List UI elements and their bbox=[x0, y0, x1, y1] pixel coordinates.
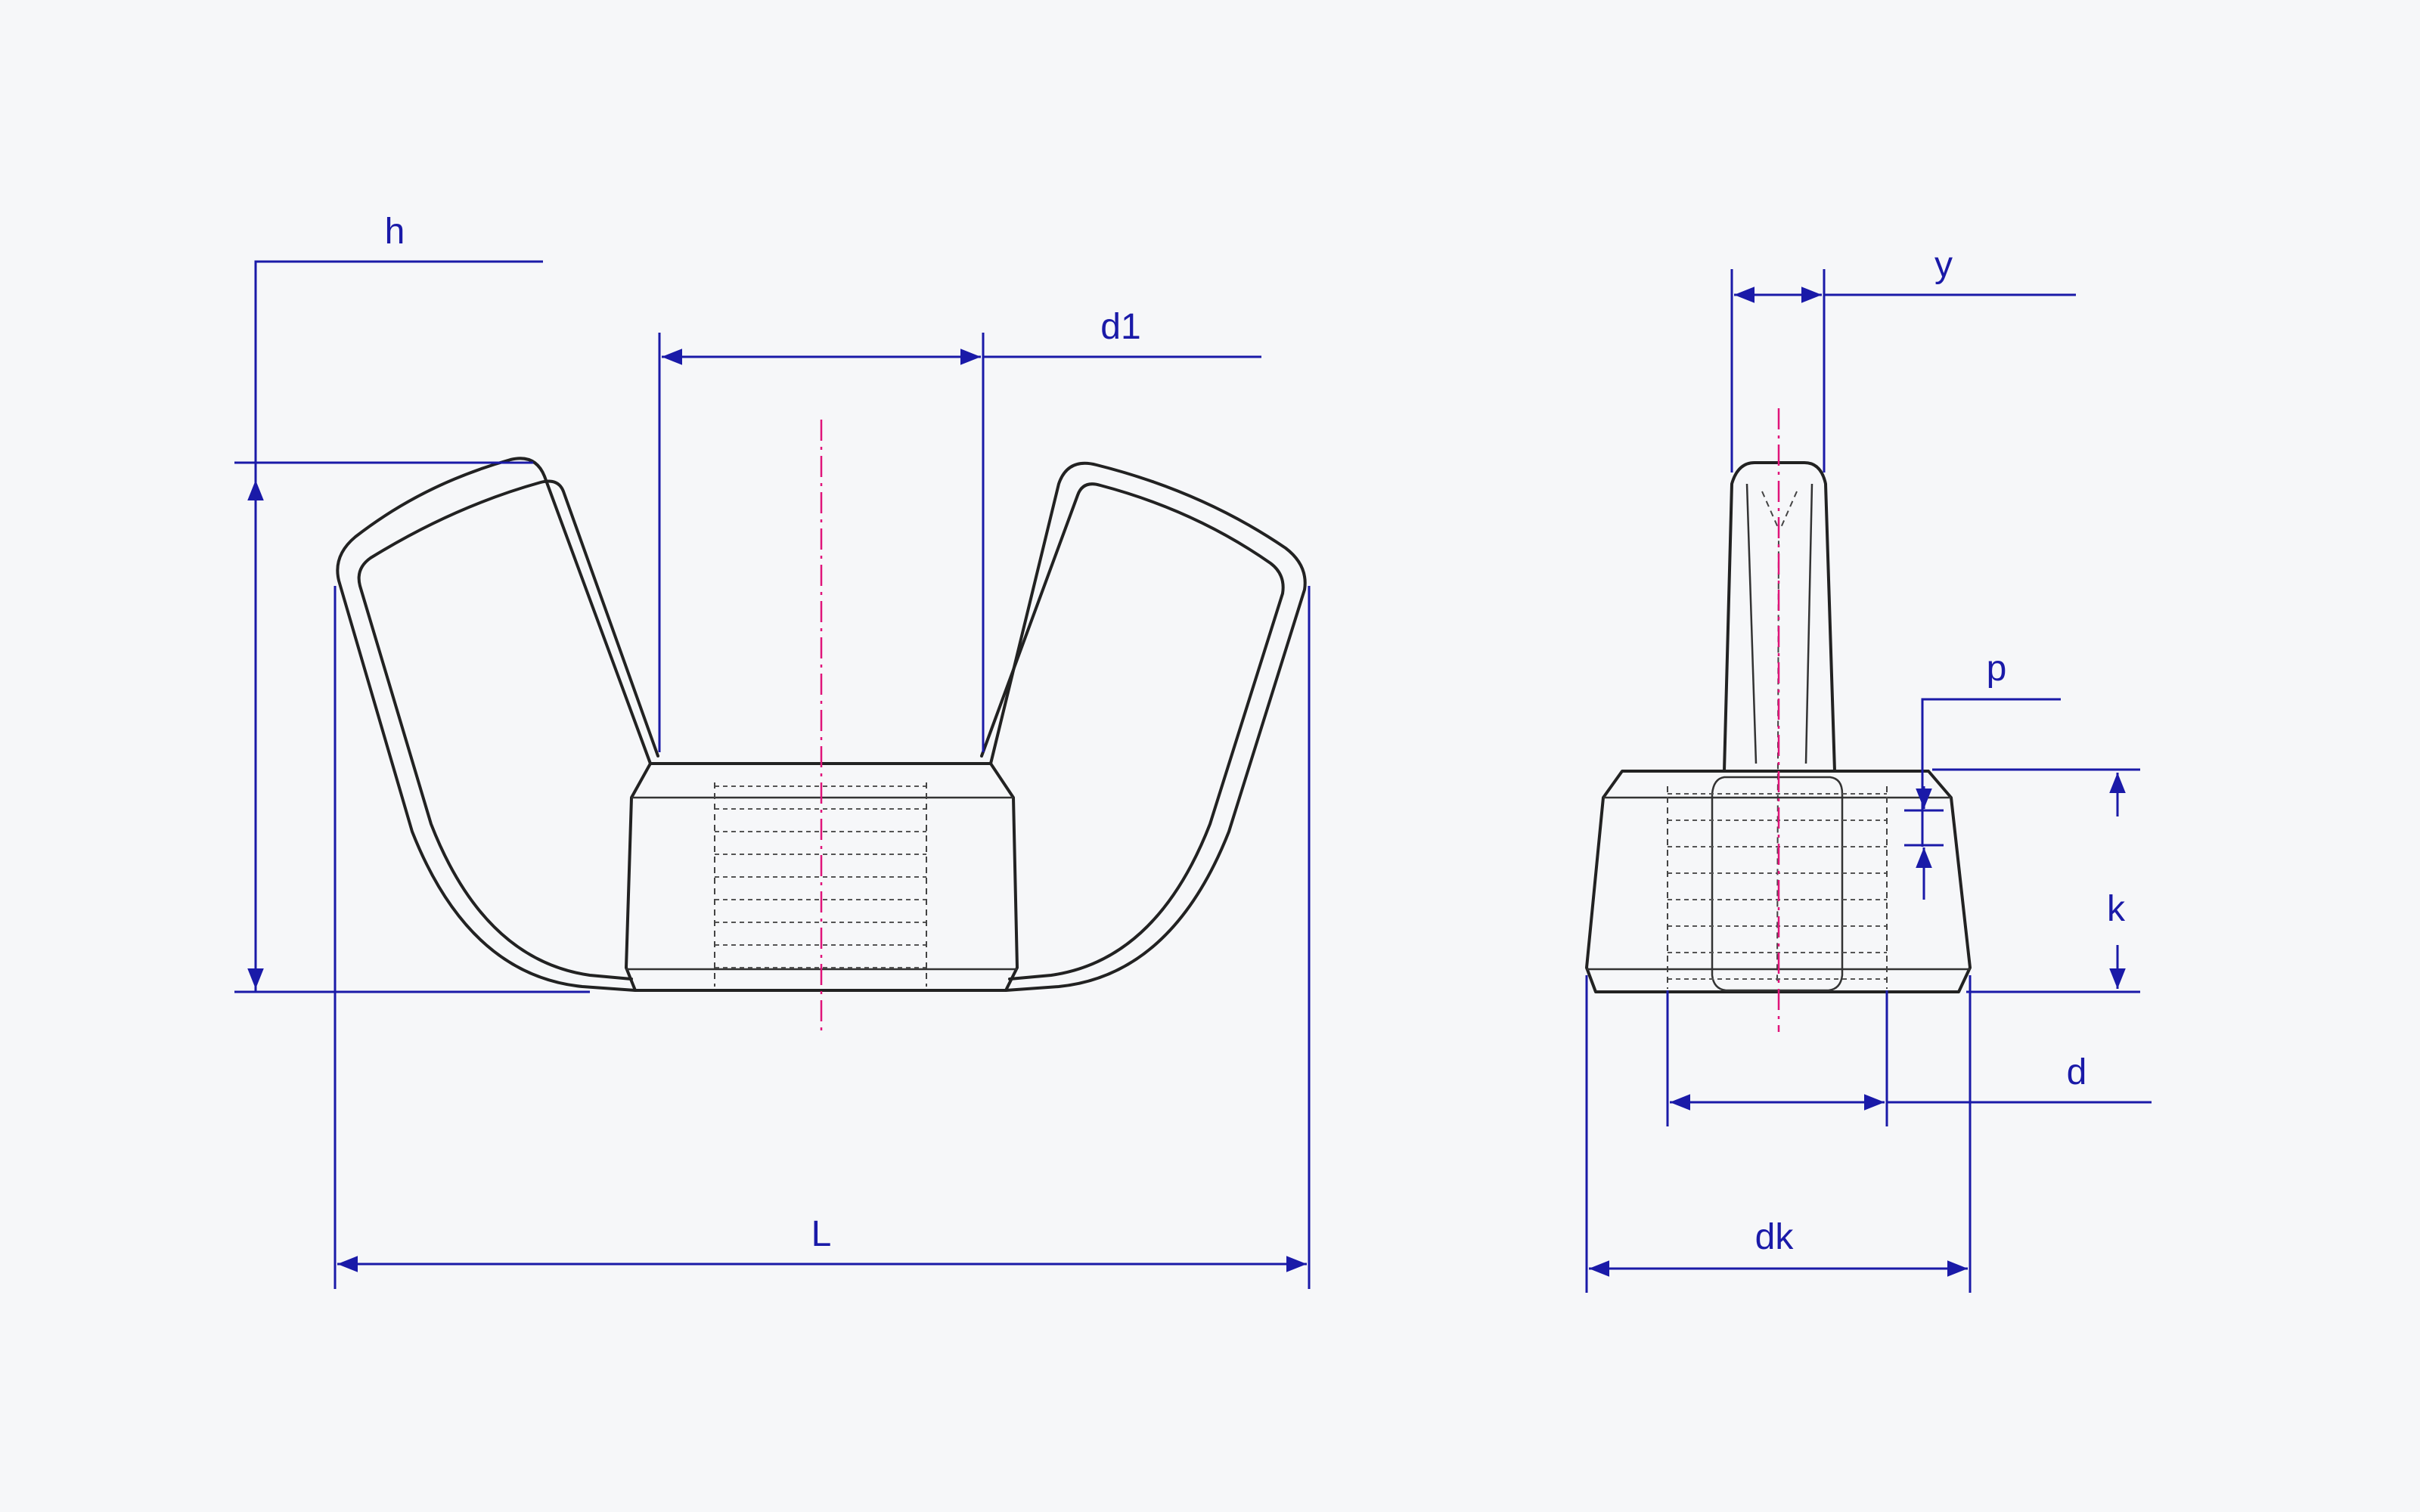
label-y: y bbox=[1934, 245, 1953, 285]
left-wing-outline bbox=[336, 457, 652, 992]
side-thread-hatching bbox=[1667, 786, 1888, 989]
label-d1: d1 bbox=[1100, 307, 1140, 347]
front-body bbox=[625, 762, 1019, 992]
dim-y: y bbox=[1730, 245, 2076, 472]
label-k: k bbox=[2107, 889, 2126, 929]
right-wing-outline bbox=[989, 461, 1307, 992]
side-body bbox=[1585, 770, 1972, 993]
left-wing-inner bbox=[357, 479, 659, 981]
label-p: p bbox=[1987, 649, 2007, 689]
side-wing-edge-right bbox=[1804, 483, 1813, 764]
dim-h: h bbox=[234, 212, 590, 993]
dim-p: p bbox=[1904, 649, 2061, 900]
side-view: y p k d bbox=[1585, 245, 2152, 1293]
label-dk: dk bbox=[1755, 1217, 1795, 1257]
front-view: h d1 L bbox=[234, 212, 1311, 1289]
dim-dk: dk bbox=[1585, 975, 1972, 1293]
label-h: h bbox=[385, 212, 405, 252]
label-d: d bbox=[2067, 1052, 2087, 1092]
dim-L: L bbox=[334, 586, 1311, 1289]
dim-k: k bbox=[1932, 768, 2140, 993]
front-thread-hatching bbox=[714, 782, 927, 987]
dim-d: d bbox=[1666, 990, 2152, 1126]
side-wing-hidden bbox=[1761, 491, 1798, 984]
label-L: L bbox=[811, 1214, 832, 1254]
side-boss bbox=[1711, 776, 1844, 992]
side-wing-edge-left bbox=[1745, 483, 1758, 764]
dim-d1: d1 bbox=[658, 307, 1261, 752]
right-wing-inner bbox=[980, 482, 1285, 981]
